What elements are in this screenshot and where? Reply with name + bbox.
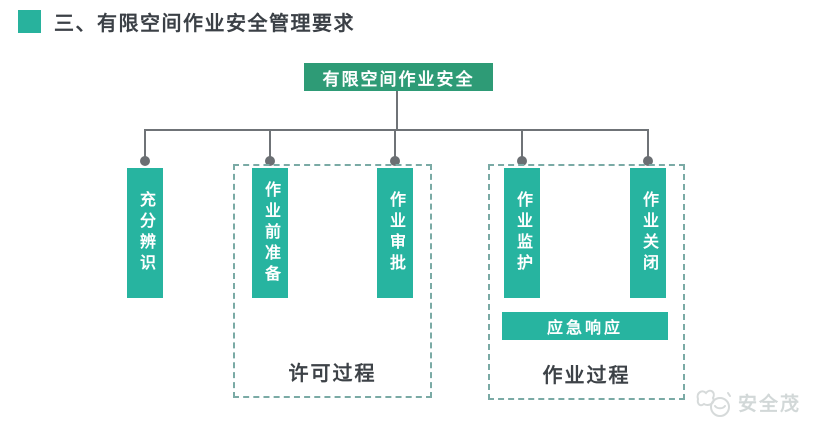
- step-bar-label: 充分辨识: [137, 191, 154, 275]
- group-label-operation-process: 作业过程: [542, 365, 631, 387]
- connector-stem-line: [396, 91, 398, 130]
- connector-dot: [643, 156, 653, 166]
- emergency-response-label: 应急响应: [546, 320, 623, 337]
- group-box-operation-process: [488, 164, 685, 400]
- connector-dot: [265, 156, 275, 166]
- group-box-permit-process: [233, 164, 432, 398]
- step-bar-label: 作业监护: [514, 191, 531, 275]
- step-bar-label: 作业关闭: [640, 191, 657, 275]
- page-title: 三、有限空间作业安全管理要求: [54, 13, 355, 35]
- connector-horizontal-line: [144, 129, 649, 131]
- step-bar-pre-work-preparation: 作业前准备: [252, 168, 288, 298]
- step-bar-label: 作业前准备: [262, 180, 279, 286]
- title-bullet-square-icon: [18, 10, 41, 33]
- connector-drop-line: [647, 130, 649, 158]
- connector-dot: [390, 156, 400, 166]
- diagram-root-label: 有限空间作业安全: [322, 69, 475, 89]
- diagram-root-node: 有限空间作业安全: [304, 63, 493, 91]
- connector-dot: [517, 156, 527, 166]
- connector-drop-line: [269, 130, 271, 158]
- mascot-doodle-icon: [696, 389, 731, 417]
- step-bar-label: 作业审批: [387, 191, 404, 275]
- step-bar-work-approval: 作业审批: [377, 168, 413, 298]
- connector-drop-line: [144, 130, 146, 158]
- step-bar-work-closure: 作业关闭: [630, 168, 666, 298]
- step-bar-work-monitoring: 作业监护: [504, 168, 540, 298]
- group-label-permit-process: 许可过程: [288, 363, 377, 385]
- connector-drop-line: [521, 130, 523, 158]
- step-bar-identify: 充分辨识: [127, 168, 163, 298]
- connector-drop-line: [394, 130, 396, 158]
- watermark-brand-text: 安全茂: [737, 393, 801, 415]
- watermark: 安全茂: [694, 385, 801, 419]
- connector-dot: [140, 156, 150, 166]
- emergency-response-bar: 应急响应: [502, 312, 668, 340]
